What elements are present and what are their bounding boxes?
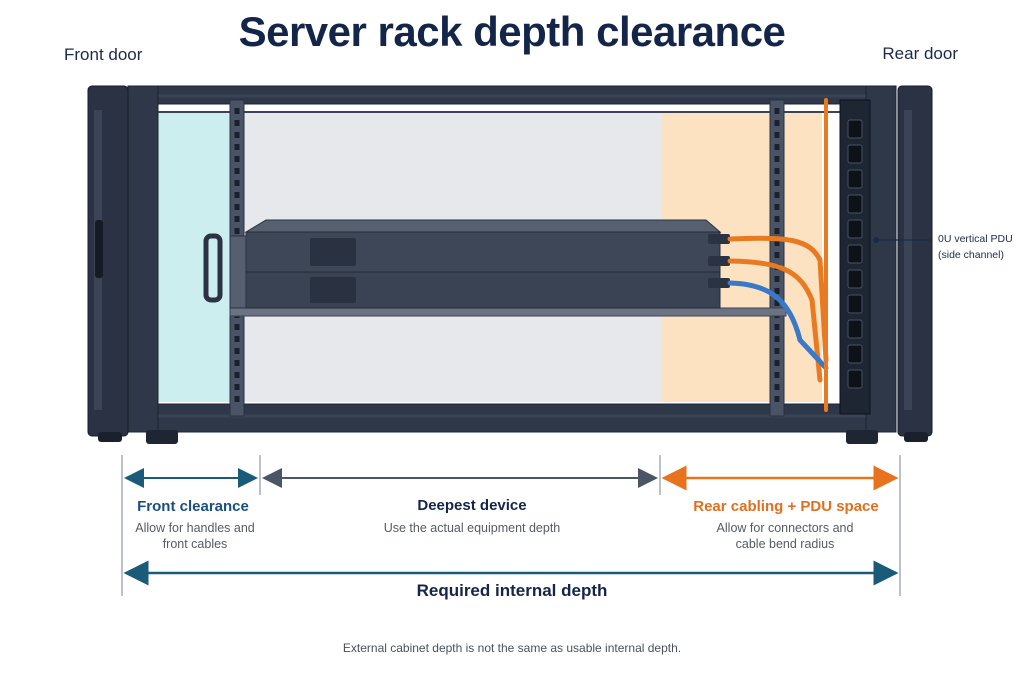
pdu-outlet	[847, 194, 863, 214]
rail-hole	[234, 324, 240, 330]
rail-hole	[234, 384, 240, 390]
pdu-label-line2: (side channel)	[938, 249, 1004, 261]
rail-hole	[774, 132, 780, 138]
cabinet-frame	[127, 85, 897, 433]
rail-hole	[774, 276, 780, 282]
rail-hole	[774, 204, 780, 210]
rail-hole	[774, 192, 780, 198]
deepest-device-desc: Use the actual equipment depth	[383, 521, 561, 535]
rail-hole	[774, 372, 780, 378]
pdu-outlet	[847, 244, 863, 264]
rear-door-label: Rear door	[882, 44, 958, 63]
pdu-outlet	[847, 319, 863, 339]
server-upper	[244, 219, 722, 273]
rail-hole	[774, 348, 780, 354]
rack-illustration	[87, 85, 933, 444]
rear-door[interactable]	[897, 85, 933, 442]
pdu-outlet	[847, 344, 863, 364]
rail-hole	[774, 228, 780, 234]
pdu-outlet	[847, 144, 863, 164]
server-lower-vent	[310, 277, 356, 303]
rail-hole	[234, 348, 240, 354]
rail-hole	[234, 396, 240, 402]
vertical-pdu	[839, 99, 871, 415]
power-cables	[708, 98, 829, 412]
deepest-device-title: Deepest device	[417, 497, 527, 514]
rail-hole	[774, 300, 780, 306]
front-door[interactable]	[87, 85, 129, 442]
rail-hole	[774, 180, 780, 186]
rail-hole	[774, 324, 780, 330]
server-lower	[245, 271, 721, 309]
rail-hole	[234, 360, 240, 366]
rail-hole	[774, 336, 780, 342]
rail-hole	[234, 144, 240, 150]
rail-hole	[774, 384, 780, 390]
rail-hole	[234, 192, 240, 198]
rail-hole	[234, 216, 240, 222]
front-clearance-desc: Allow for handles and front cables	[118, 520, 272, 552]
rear-cabling-desc-line1: Allow for connectors and	[716, 521, 854, 535]
pdu-outlet	[847, 369, 863, 389]
front-clearance-desc-line2: front cables	[162, 537, 228, 551]
pdu-outlet	[847, 169, 863, 189]
rail-hole	[774, 216, 780, 222]
front-foot	[146, 430, 178, 444]
rail-hole	[774, 252, 780, 258]
rail-hole	[774, 240, 780, 246]
rail-hole	[774, 396, 780, 402]
pdu-callout-dot	[873, 237, 879, 243]
rear-cabling-title: Rear cabling + PDU space	[693, 498, 879, 515]
rail-hole	[774, 156, 780, 162]
pdu-label: 0U vertical PDU (side channel)	[938, 231, 1024, 263]
pdu-outlet	[847, 119, 863, 139]
rail-hole	[774, 108, 780, 114]
rail-hole	[774, 120, 780, 126]
rail-hole	[774, 144, 780, 150]
rail-hole	[774, 360, 780, 366]
rear-mounting-rail	[769, 99, 785, 417]
rail-hole	[234, 204, 240, 210]
rail-hole	[234, 120, 240, 126]
front-door-label: Front door	[64, 45, 143, 64]
rear-cabling-desc: Allow for connectors and cable bend radi…	[690, 520, 880, 552]
rail-hole	[234, 336, 240, 342]
front-clearance-title: Front clearance	[137, 498, 249, 515]
rail-hole	[234, 228, 240, 234]
rail-hole	[234, 180, 240, 186]
rail-hole	[234, 372, 240, 378]
rail-hole	[774, 168, 780, 174]
front-door-handle[interactable]	[95, 220, 103, 278]
required-depth-title: Required internal depth	[416, 581, 608, 600]
shelf	[229, 307, 787, 317]
rail-hole	[234, 156, 240, 162]
pdu-outlet	[847, 219, 863, 239]
rear-foot	[846, 430, 878, 444]
rail-hole	[774, 288, 780, 294]
rail-hole	[234, 108, 240, 114]
footnote: External cabinet depth is not the same a…	[342, 641, 682, 655]
pdu-outlet	[847, 294, 863, 314]
rail-hole	[234, 168, 240, 174]
dimension-lines	[121, 455, 901, 596]
rear-cabling-desc-line2: cable bend radius	[735, 537, 835, 551]
pdu-label-line1: 0U vertical PDU	[938, 233, 1013, 245]
rail-hole	[234, 132, 240, 138]
server-upper-vent	[310, 238, 356, 266]
front-clearance-desc-line1: Allow for handles and	[135, 521, 255, 535]
server-handle[interactable]	[203, 233, 247, 309]
pdu-outlet	[847, 269, 863, 289]
page-title: Server rack depth clearance	[238, 8, 786, 55]
